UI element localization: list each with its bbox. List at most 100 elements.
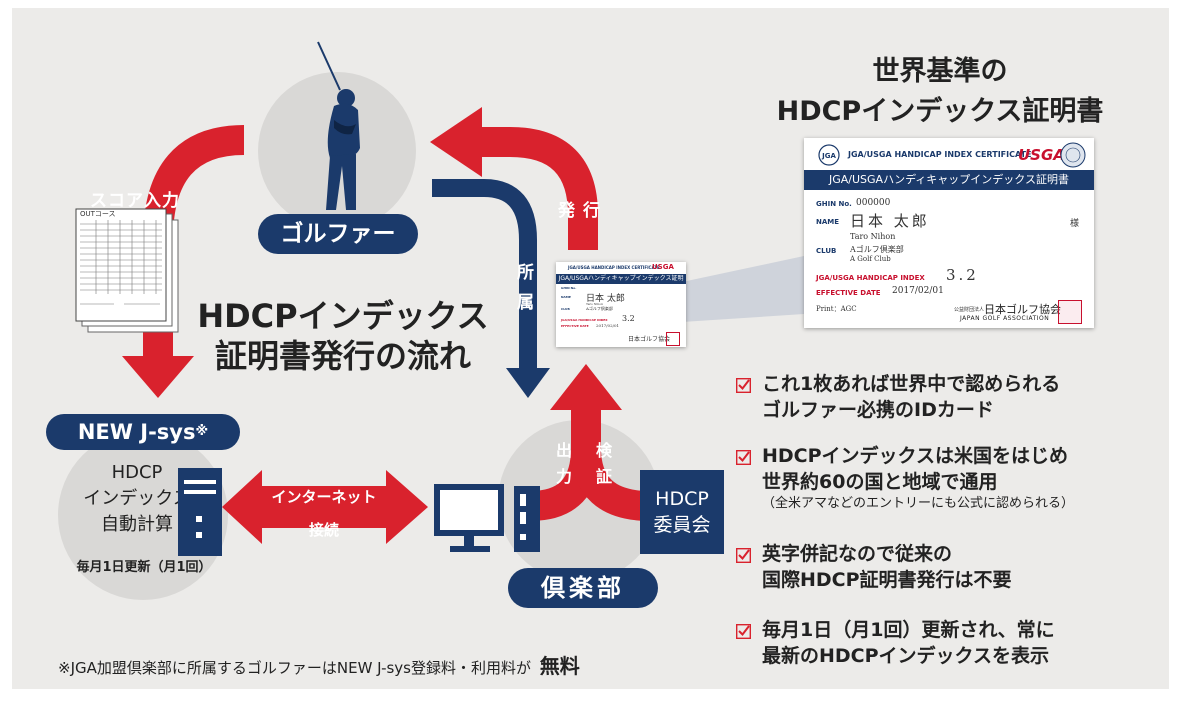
score-input-arrowhead [122,356,194,398]
main-title-line2: 証明書発行の流れ [214,337,471,375]
feature-2-line1: HDCPインデックスは米国をはじめ [762,445,1068,467]
feature-1-line1: これ1枚あれば世界中で認められる [762,373,1061,395]
large-cert-index-value: 3.2 [946,266,979,284]
feature-item-4: 毎月1日（月1回）更新され、常に 最新のHDCPインデックスを表示 [736,618,1055,669]
svg-text:JGA: JGA [821,152,836,160]
small-cert-name: 日本 太郎 [586,294,625,304]
jsys-calc: HDCP インデックス 自動計算 [62,460,212,538]
feature-4-line2: 最新のHDCPインデックスを表示 [762,644,1049,667]
verify-arrow [571,447,651,521]
large-cert-date-value: 2017/02/01 [892,286,944,296]
small-cert-index: 3.2 [622,314,635,323]
large-cert-date-label: EFFECTIVE DATE [816,289,881,297]
jsys-name: NEW J-sys [77,420,196,444]
large-cert-usga: USGA [1018,146,1065,164]
large-certificate: JGA JGA/USGA HANDICAP INDEX CERTIFICATE … [804,138,1094,328]
output-char-1: 出 [556,441,573,460]
feature-1-line2: ゴルファー必携のIDカード [762,398,994,421]
verify-label: 検 証 [596,438,612,490]
main-title: HDCPインデックス 証明書発行の流れ [186,296,500,376]
feature-item-3: 英字併記なので従来の 国際HDCP証明書発行は不要 [736,542,1012,593]
small-cert-header: JGA/USGA HANDICAP INDEX CERTIFICATE [568,265,660,270]
small-cert-name-label: NAME [561,295,571,299]
internet-label: インターネット [271,488,377,506]
small-cert-date: 2017/02/01 [596,323,620,328]
score-input-label: スコア入力 [90,191,180,211]
large-cert-index-label: JGA/USGA HANDICAP INDEX [816,274,925,282]
small-cert-club: Aゴルフ倶楽部 [586,306,613,311]
jsys-calc-line2: インデックス [83,488,191,509]
small-cert-seal [666,332,680,346]
club-label: 倶楽部 [508,568,658,608]
small-cert-ghin: GHIN No. [561,286,577,290]
check-icon [736,378,751,393]
golfer-label: ゴルファー [258,214,418,254]
internet-arrow [222,470,428,544]
golfer-silhouette [317,41,360,210]
large-cert-assoc-jp: 日本ゴルフ協会 [984,303,1061,316]
certificate-heading-line2: HDCPインデックス証明書 [776,96,1104,127]
committee-line1: HDCP [655,488,709,510]
issue-arrow [478,127,598,250]
check-icon [736,624,751,639]
server-icon [178,468,222,556]
large-cert-seal-icon [1058,300,1082,324]
small-cert-club-label: CLUB [561,307,570,311]
small-cert-band: JGA/USGAハンディキャップインデックス証明書 [556,274,686,292]
large-cert-name-en: Taro Nihon [850,232,896,241]
jsys-label: NEW J-sys※ [46,414,240,450]
output-label: 出 力 [556,438,572,490]
main-title-line1: HDCPインデックス [197,297,489,335]
large-cert-assoc-prefix: 公益財団法人 [954,307,985,313]
feature-item-1: これ1枚あれば世界中で認められる ゴルファー必携のIDカード [736,372,1061,423]
issue-arrowhead [430,107,482,177]
large-cert-band: JGA/USGAハンディキャップインデックス証明書 [804,170,1094,190]
footnote-emphasis: 無料 [539,654,580,678]
computer-icon [434,484,540,552]
verify-char-1: 検 [596,441,613,460]
committee-line2: 委員会 [653,514,711,536]
large-cert-ghin-value: 000000 [856,198,891,208]
small-cert-date-label: EFFECTIVE DATE [561,324,589,328]
issue-label: 発行 [558,201,608,221]
small-cert-name-en: Taro Nihon [586,302,604,306]
feature-4-line1: 毎月1日（月1回）更新され、常に [762,619,1055,641]
certificate-pointer [682,256,804,322]
jga-logo-icon: JGA [818,144,840,166]
belong-char-1: 所 [517,263,534,283]
footnote: ※JGA加盟倶楽部に所属するゴルファーはNEW J-sys登録料・利用料が 無料 [58,650,580,679]
connect-label: 接続 [308,521,339,539]
scorecard-stack [75,208,179,333]
feature-3-line2: 国際HDCP証明書発行は不要 [762,568,1012,591]
feature-3-line1: 英字併記なので従来の [762,543,953,565]
large-cert-print-label: Print： [816,305,841,313]
large-cert-name-label: NAME [816,218,840,226]
large-cert-honorific: 様 [1070,219,1080,229]
check-icon [736,450,751,465]
belong-label: 所 属 [517,258,534,318]
large-cert-header: JGA/USGA HANDICAP INDEX CERTIFICATE [848,150,1032,159]
jsys-calc-line3: 自動計算 [101,514,173,535]
large-cert-club-jp: Aゴルフ倶楽部 [850,245,904,254]
large-cert-ghin-label: GHIN No. [816,200,852,208]
certificate-heading-line1: 世界基準の [872,56,1008,87]
feature-item-2: HDCPインデックスは米国をはじめ 世界約60の国と地域で通用 （全米アマなどの… [736,444,1074,513]
small-cert-index-label: JGA/USGA HANDICAP INDEX [561,318,608,322]
jsys-mark: ※ [195,424,209,439]
check-icon [736,548,751,563]
verify-char-2: 証 [596,467,613,486]
large-cert-club-label: CLUB [816,247,837,255]
footnote-text: ※JGA加盟倶楽部に所属するゴルファーはNEW J-sys登録料・利用料が [58,659,531,677]
large-cert-print: Print：AGC [816,304,857,314]
small-cert-assoc: 日本ゴルフ協会 [628,336,671,343]
jsys-calc-line1: HDCP [111,462,163,483]
belong-char-2: 属 [517,293,534,313]
output-char-2: 力 [556,467,573,486]
large-cert-club-en: A Golf Club [850,255,891,263]
feature-2-line2: 世界約60の国と地域で通用 [762,470,998,493]
large-cert-assoc-en: JAPAN GOLF ASSOCIATION [960,315,1050,322]
large-cert-print-value: AGC [840,305,857,313]
belong-arrow [432,179,537,372]
